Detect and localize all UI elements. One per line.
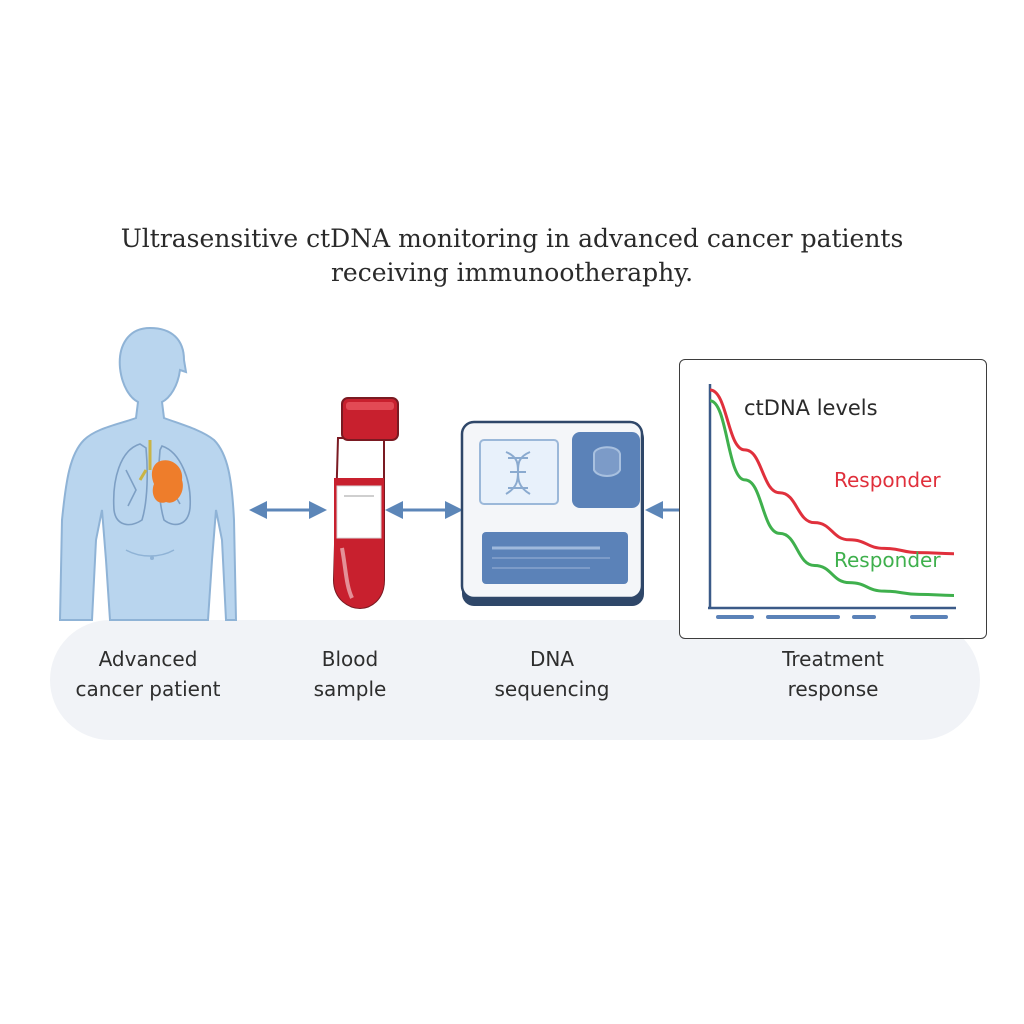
series-group (709, 388, 955, 597)
step-label-response: Treatment response (733, 644, 933, 704)
diagram-title: Ultrasensitive ctDNA monitoring in advan… (62, 222, 962, 290)
step-label-blood-line2: sample (313, 677, 387, 701)
chart-panel (679, 359, 987, 639)
baseline-platform (50, 620, 980, 740)
series-line-0 (709, 388, 955, 556)
dna-helix-icon (505, 451, 531, 495)
title-line-1: Ultrasensitive ctDNA monitoring in advan… (120, 224, 904, 253)
step-label-response-line1: Treatment (782, 647, 884, 671)
step-label-dna: DNA sequencing (462, 644, 642, 704)
blood-tube (332, 397, 399, 610)
tube-label (336, 485, 382, 539)
step-label-dna-line1: DNA (529, 647, 575, 671)
chart-title: ctDNA levels (744, 396, 878, 420)
step-label-response-line2: response (787, 677, 879, 701)
series-line-1 (709, 399, 955, 597)
tumor-icon (151, 460, 183, 503)
patient-figure (58, 326, 238, 621)
step-label-blood: Blood sample (270, 644, 430, 704)
step-label-dna-line2: sequencing (494, 677, 610, 701)
step-label-blood-line1: Blood (321, 647, 379, 671)
title-line-2: receiving immunootheraphy. (330, 258, 694, 287)
step-label-patient-line1: Advanced (98, 647, 198, 671)
step-label-patient: Advanced cancer patient (48, 644, 248, 704)
series-label-red: Responder (834, 468, 941, 492)
series-label-green: Responder (834, 548, 941, 572)
dna-sequencer (460, 420, 644, 606)
step-label-patient-line2: cancer patient (75, 677, 221, 701)
